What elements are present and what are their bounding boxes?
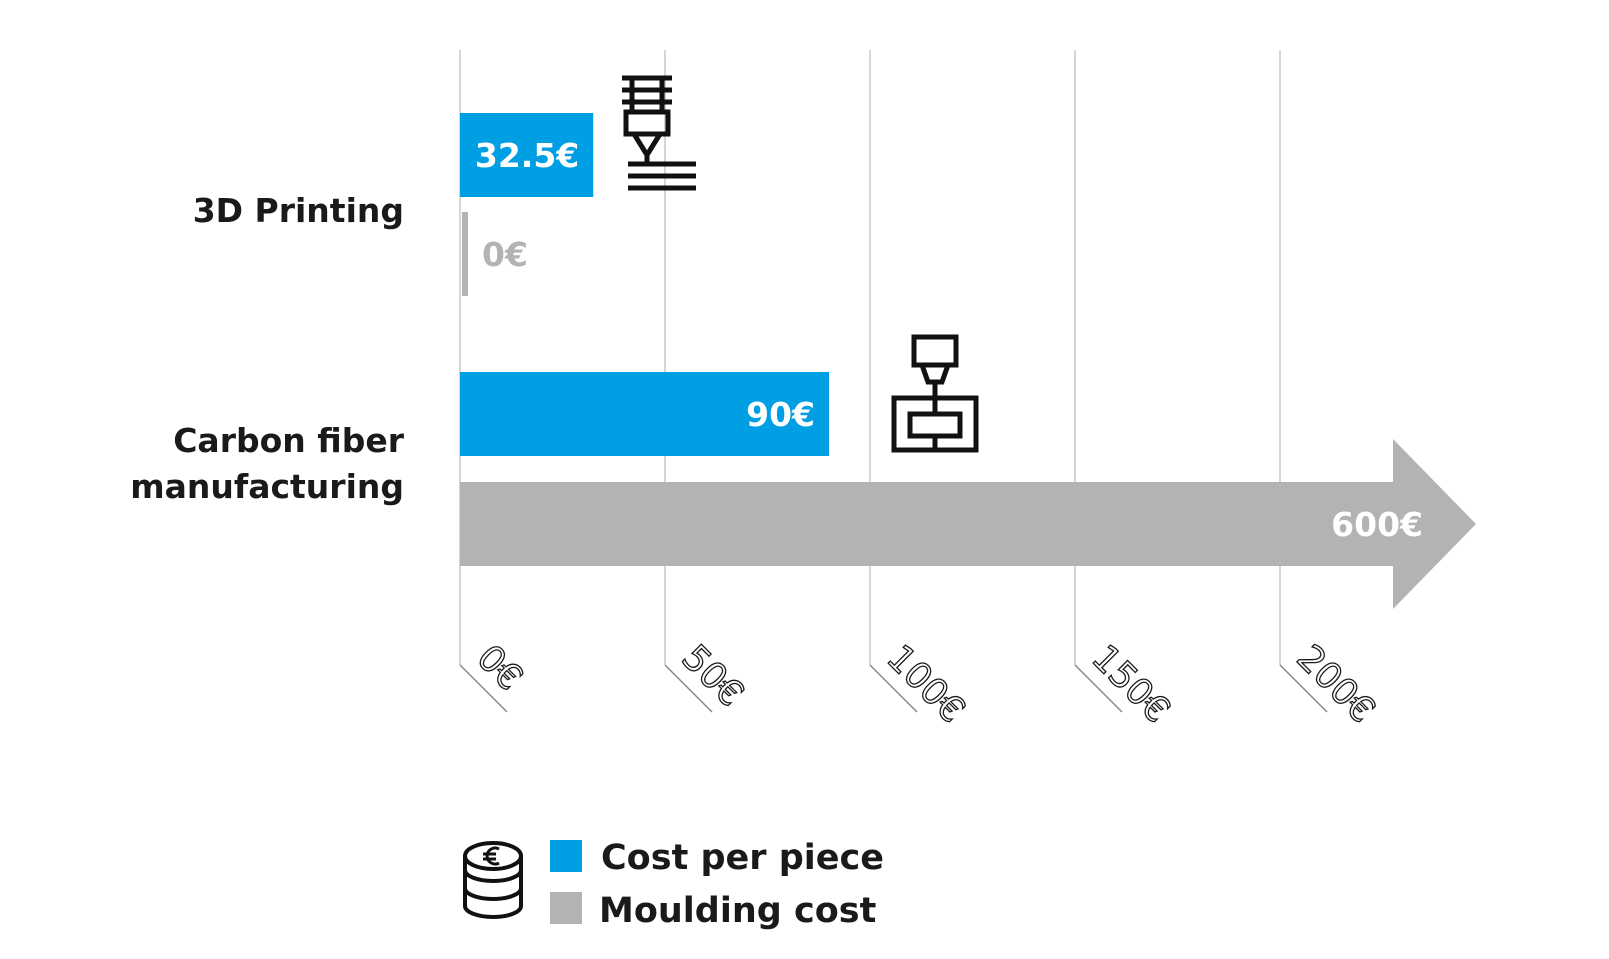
tick-leader xyxy=(459,664,508,713)
x-tick-label: 150€ xyxy=(1084,637,1178,731)
bar-cost-per-piece xyxy=(460,113,594,197)
mould-injection-icon xyxy=(891,334,979,453)
bars: 32.5€ 0€ 90€ 600€ xyxy=(460,113,1476,609)
x-tick-labels: 0€ 50€ 100€ 150€ 200€ xyxy=(468,637,1383,732)
legend-label-moulding-cost: Moulding cost xyxy=(599,891,876,931)
legend-label-cost-per-piece: Cost per piece xyxy=(601,838,884,878)
tick-leader xyxy=(664,664,713,713)
euro-coins-icon xyxy=(463,841,523,919)
category-label: 3D Printing xyxy=(193,191,404,230)
bar-value-label: 90€ xyxy=(746,395,815,434)
legend: Cost per piece Moulding cost xyxy=(463,838,884,931)
x-tick-label: 100€ xyxy=(879,637,973,731)
legend-swatch-cost-per-piece xyxy=(550,840,582,872)
x-tick-label: 0€ xyxy=(469,637,530,698)
bar-moulding-cost-carbon-fiber xyxy=(460,439,1476,609)
bar-value-label: 32.5€ xyxy=(475,136,579,175)
tick-leader xyxy=(1279,664,1328,713)
bar-zero-marker xyxy=(462,212,468,296)
x-tick-label: 50€ xyxy=(674,637,752,715)
x-tick-label: 200€ xyxy=(1289,637,1383,731)
legend-swatch-moulding-cost xyxy=(550,892,582,924)
tick-leader xyxy=(1074,664,1123,713)
bar-cost-per-piece xyxy=(460,372,829,456)
bar-value-label: 0€ xyxy=(482,235,528,274)
3d-printer-icon xyxy=(622,75,696,191)
bar-value-label: 600€ xyxy=(1331,505,1423,544)
tick-leader xyxy=(869,664,918,713)
